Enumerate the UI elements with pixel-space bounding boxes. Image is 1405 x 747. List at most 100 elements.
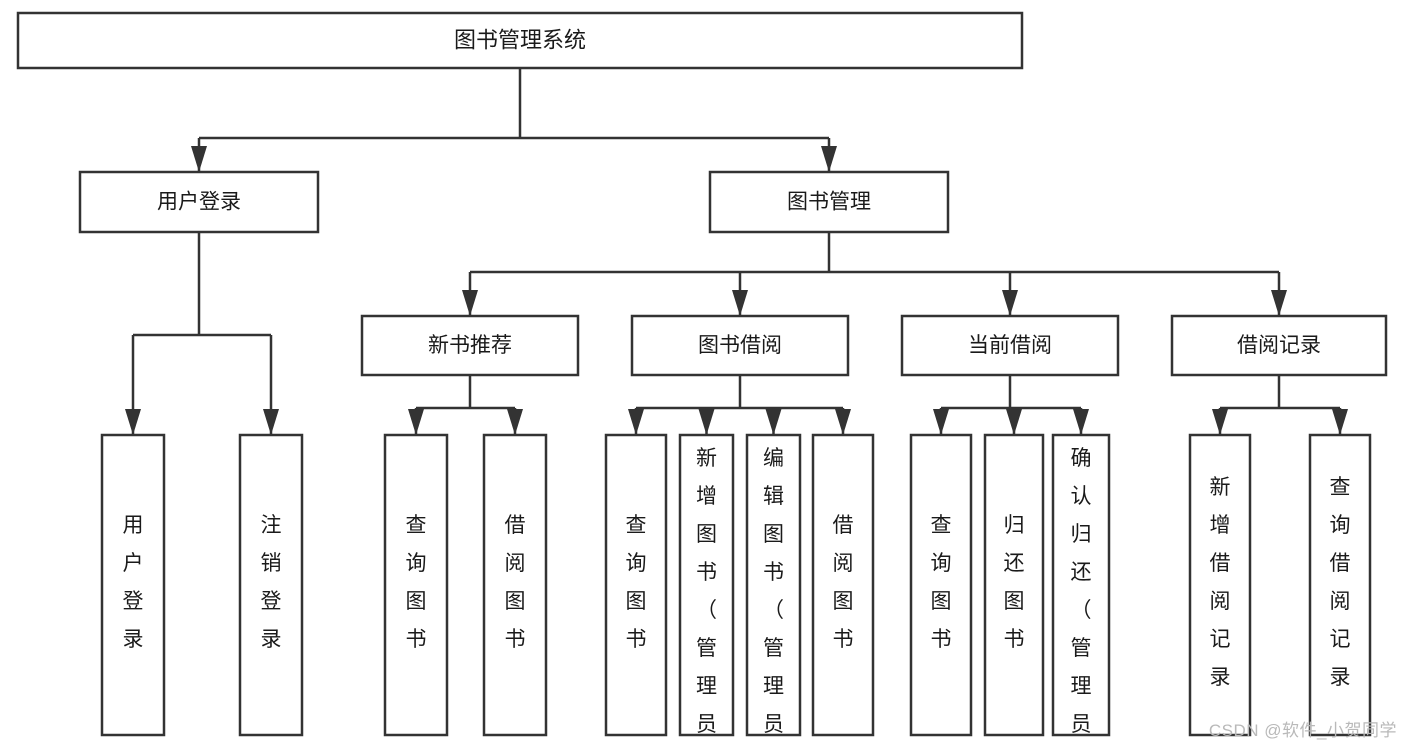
node-label-leaf-confirm-return-char-5: 管 <box>1071 637 1092 660</box>
node-label-leaf-query-book-1-char-0: 查 <box>406 514 427 537</box>
node-box-leaf-query-book-3 <box>909 433 973 737</box>
node-user-login[interactable]: 用户登录 <box>78 170 320 234</box>
node-label-leaf-edit-book-char-1: 辑 <box>763 485 784 508</box>
node-label-leaf-edit-book-char-3: 书 <box>763 561 784 584</box>
node-book-borrow[interactable]: 图书借阅 <box>630 314 850 377</box>
node-label-leaf-confirm-return-char-6: 理 <box>1071 675 1092 698</box>
node-label-leaf-query-book-1-char-2: 图 <box>406 590 427 613</box>
node-label-leaf-return-book-char-3: 书 <box>1004 628 1025 651</box>
node-label-user-login: 用户登录 <box>157 191 241 214</box>
node-label-book-manage: 图书管理 <box>787 191 871 214</box>
node-label-leaf-logout-char-1: 销 <box>261 552 282 575</box>
node-box-leaf-query-book-2 <box>604 433 668 737</box>
node-label-leaf-borrow-book-2-char-0: 借 <box>833 514 854 537</box>
node-label-leaf-add-book-char-3: 书 <box>696 561 717 584</box>
node-box-leaf-return-book <box>983 433 1045 737</box>
node-label-leaf-logout-char-2: 登 <box>261 590 282 613</box>
node-label-borrow-record: 借阅记录 <box>1237 334 1321 357</box>
node-label-leaf-query-book-3-char-3: 书 <box>931 628 952 651</box>
node-label-leaf-logout-char-0: 注 <box>261 514 282 537</box>
node-box-leaf-borrow-book-1 <box>482 433 548 737</box>
node-box-leaf-confirm-return <box>1051 433 1111 737</box>
node-label-leaf-add-record-char-5: 录 <box>1210 666 1231 689</box>
node-box-leaf-borrow-book-2 <box>811 433 875 737</box>
node-label-leaf-edit-book-char-7: 员 <box>763 713 784 736</box>
node-box-book-borrow <box>630 314 850 377</box>
node-label-leaf-edit-book-char-6: 理 <box>763 675 784 698</box>
node-borrow-record[interactable]: 借阅记录 <box>1170 314 1388 377</box>
node-label-leaf-user-login-char-3: 录 <box>123 628 144 651</box>
node-new-book-rec[interactable]: 新书推荐 <box>360 314 580 377</box>
node-label-leaf-return-book-char-2: 图 <box>1004 590 1025 613</box>
node-label-leaf-query-book-1-char-1: 询 <box>406 552 427 575</box>
node-current-borrow[interactable]: 当前借阅 <box>900 314 1120 377</box>
node-label-leaf-add-book-char-0: 新 <box>696 447 717 470</box>
node-label-root: 图书管理系统 <box>454 27 586 52</box>
node-box-leaf-query-record <box>1308 433 1372 737</box>
node-label-leaf-add-book-char-4: （ <box>696 599 717 622</box>
node-label-new-book-rec: 新书推荐 <box>428 334 512 357</box>
node-label-leaf-add-book-char-2: 图 <box>696 523 717 546</box>
node-label-leaf-add-record-char-3: 阅 <box>1210 590 1231 613</box>
node-label-leaf-add-book-char-6: 理 <box>696 675 717 698</box>
node-label-leaf-borrow-book-2-char-1: 阅 <box>833 552 854 575</box>
node-box-current-borrow <box>900 314 1120 377</box>
node-book-manage[interactable]: 图书管理 <box>708 170 950 234</box>
node-label-leaf-edit-book-char-2: 图 <box>763 523 784 546</box>
node-label-leaf-return-book-char-1: 还 <box>1004 552 1025 575</box>
node-label-leaf-logout-char-3: 录 <box>261 628 282 651</box>
node-label-leaf-borrow-book-1-char-1: 阅 <box>505 552 526 575</box>
node-label-leaf-confirm-return-char-1: 认 <box>1071 485 1092 508</box>
node-box-leaf-logout <box>238 433 304 737</box>
node-label-leaf-query-book-2-char-1: 询 <box>626 552 647 575</box>
node-label-leaf-confirm-return-char-2: 归 <box>1071 523 1092 546</box>
node-label-leaf-query-book-2-char-2: 图 <box>626 590 647 613</box>
node-label-leaf-confirm-return-char-7: 员 <box>1071 713 1092 736</box>
node-label-leaf-user-login-char-2: 登 <box>123 590 144 613</box>
node-label-leaf-edit-book-char-4: （ <box>763 599 784 622</box>
node-box-leaf-user-login <box>100 433 166 737</box>
node-label-leaf-borrow-book-1-char-2: 图 <box>505 590 526 613</box>
node-label-leaf-user-login-char-1: 户 <box>123 552 144 575</box>
node-label-leaf-add-record-char-0: 新 <box>1210 476 1231 499</box>
node-label-leaf-add-book-char-1: 增 <box>696 485 717 508</box>
node-label-leaf-add-record-char-2: 借 <box>1210 552 1231 575</box>
node-label-book-borrow: 图书借阅 <box>698 334 782 357</box>
node-box-borrow-record <box>1170 314 1388 377</box>
node-label-leaf-query-record-char-4: 记 <box>1330 628 1351 651</box>
node-label-leaf-confirm-return-char-3: 还 <box>1071 561 1092 584</box>
node-label-leaf-user-login-char-0: 用 <box>123 514 144 537</box>
node-box-book-manage <box>708 170 950 234</box>
node-label-leaf-confirm-return-char-0: 确 <box>1071 447 1092 470</box>
node-box-user-login <box>78 170 320 234</box>
node-label-leaf-confirm-return-char-4: （ <box>1071 599 1092 622</box>
node-label-leaf-borrow-book-2-char-2: 图 <box>833 590 854 613</box>
edges-layer <box>125 68 1348 435</box>
node-label-leaf-query-record-char-0: 查 <box>1330 476 1351 499</box>
node-box-leaf-edit-book <box>745 433 802 737</box>
node-label-leaf-add-record-char-4: 记 <box>1210 628 1231 651</box>
node-label-leaf-query-record-char-2: 借 <box>1330 552 1351 575</box>
node-label-leaf-add-record-char-1: 增 <box>1210 514 1231 537</box>
node-label-leaf-edit-book-char-5: 管 <box>763 637 784 660</box>
node-leaf-user-login[interactable]: 用户登录 <box>100 433 166 737</box>
node-label-leaf-query-record-char-3: 阅 <box>1330 590 1351 613</box>
node-label-leaf-borrow-book-1-char-0: 借 <box>505 514 526 537</box>
node-label-leaf-add-book-char-5: 管 <box>696 637 717 660</box>
node-root[interactable]: 图书管理系统 <box>16 11 1024 70</box>
node-label-leaf-return-book-char-0: 归 <box>1004 514 1025 537</box>
node-box-new-book-rec <box>360 314 580 377</box>
